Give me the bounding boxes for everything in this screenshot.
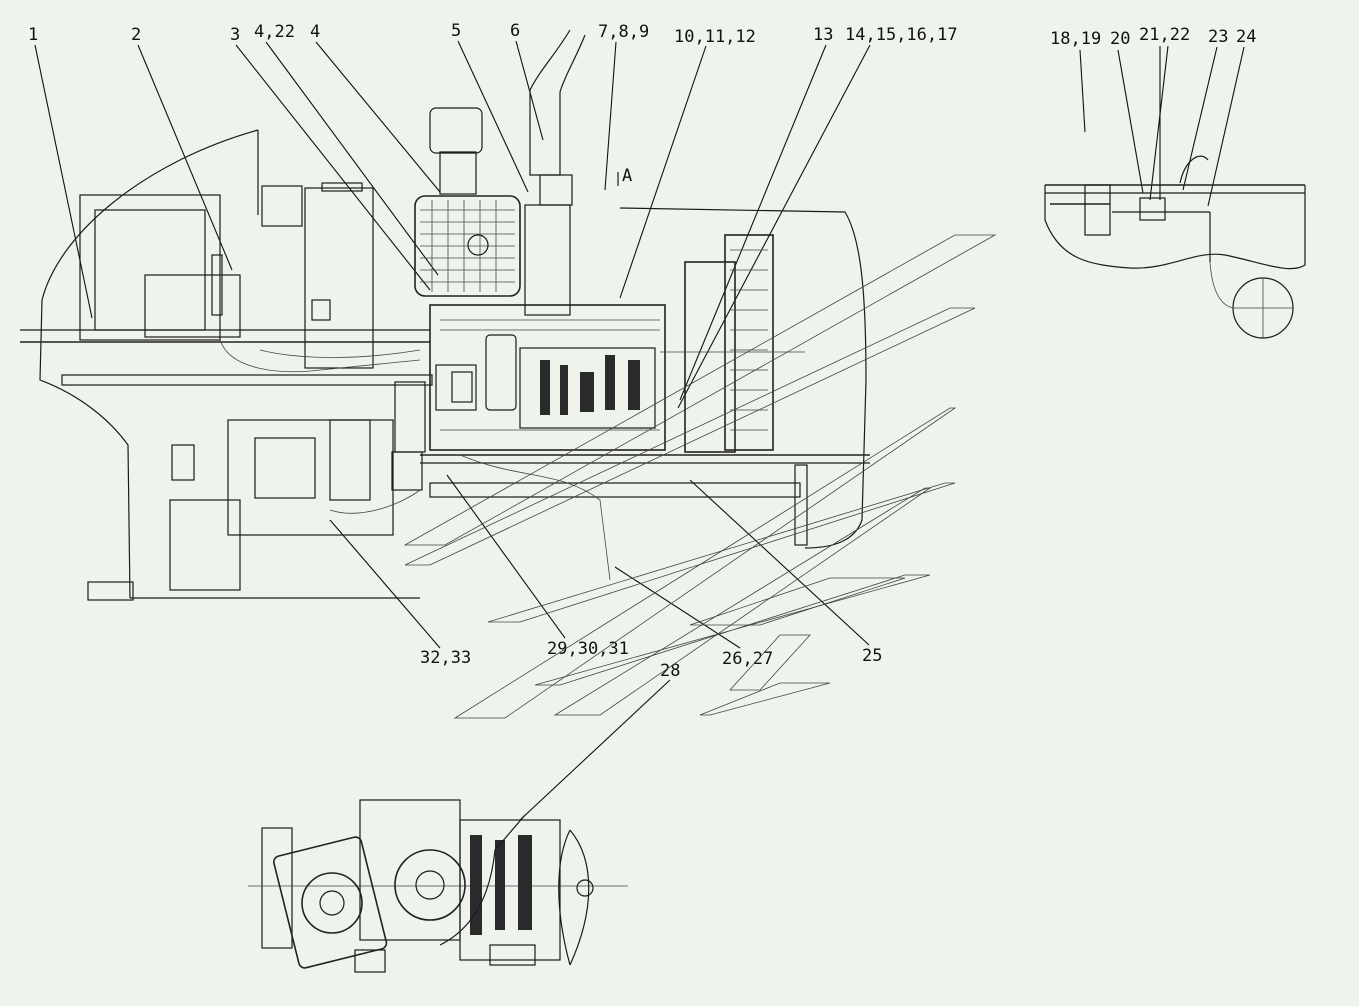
callout-labels: 1 2 3 4,22 4 5 6 7,8,9 10,11,12 13 14,15…: [28, 21, 1256, 681]
section-mark-a: A: [622, 166, 632, 186]
fuel-filter: [485, 334, 517, 411]
frame-rail: [61, 374, 433, 386]
hood-outline: [39, 129, 259, 599]
muffler: [524, 204, 571, 316]
callout-25: 25: [862, 646, 882, 666]
tank-block: [304, 187, 374, 369]
radiator: [724, 234, 774, 451]
detail-view-a: [1044, 155, 1306, 339]
callout-29-30-31: 29,30,31: [547, 639, 629, 659]
callout-2: 2: [131, 25, 141, 45]
callout-3: 3: [230, 25, 240, 45]
callout-26-27: 26,27: [722, 649, 773, 669]
callout-5: 5: [451, 21, 461, 41]
leader-lines: [34, 40, 1245, 821]
callout-21-22: 21,22: [1139, 25, 1190, 45]
exhaust-pipe: [529, 34, 586, 176]
detail-bracket: [1139, 197, 1166, 221]
callout-18-19: 18,19: [1050, 29, 1101, 49]
top-fan: [569, 829, 590, 966]
callout-4-22: 4,22: [254, 22, 295, 42]
callout-7-8-9: 7,8,9: [598, 22, 649, 42]
callout-23: 23: [1208, 27, 1228, 47]
air-cleaner-housing: [414, 195, 521, 297]
detail-outline: [1044, 185, 1306, 270]
body-outline-right: [619, 207, 867, 549]
transmission: [227, 419, 394, 536]
callout-6: 6: [510, 21, 520, 41]
callout-24: 24: [1236, 27, 1256, 47]
callout-10-11-12: 10,11,12: [674, 27, 756, 47]
cab-panel: [79, 194, 221, 341]
callout-20: 20: [1110, 29, 1130, 49]
callout-4: 4: [310, 22, 320, 42]
side-view-engine-assembly: A: [20, 29, 997, 719]
callout-28: 28: [660, 661, 680, 681]
fan-shroud: [684, 261, 736, 453]
top-view-engine: [248, 799, 628, 973]
callout-14-15-16-17: 14,15,16,17: [845, 25, 958, 45]
callout-13: 13: [813, 25, 833, 45]
callout-1: 1: [28, 25, 38, 45]
chevron-guides: [403, 234, 997, 719]
air-cleaner-cap: [429, 107, 483, 154]
top-flywheel: [394, 849, 466, 921]
engine-block: [429, 304, 666, 451]
callout-32-33: 32,33: [420, 648, 471, 668]
top-air-cleaner: [273, 836, 388, 969]
